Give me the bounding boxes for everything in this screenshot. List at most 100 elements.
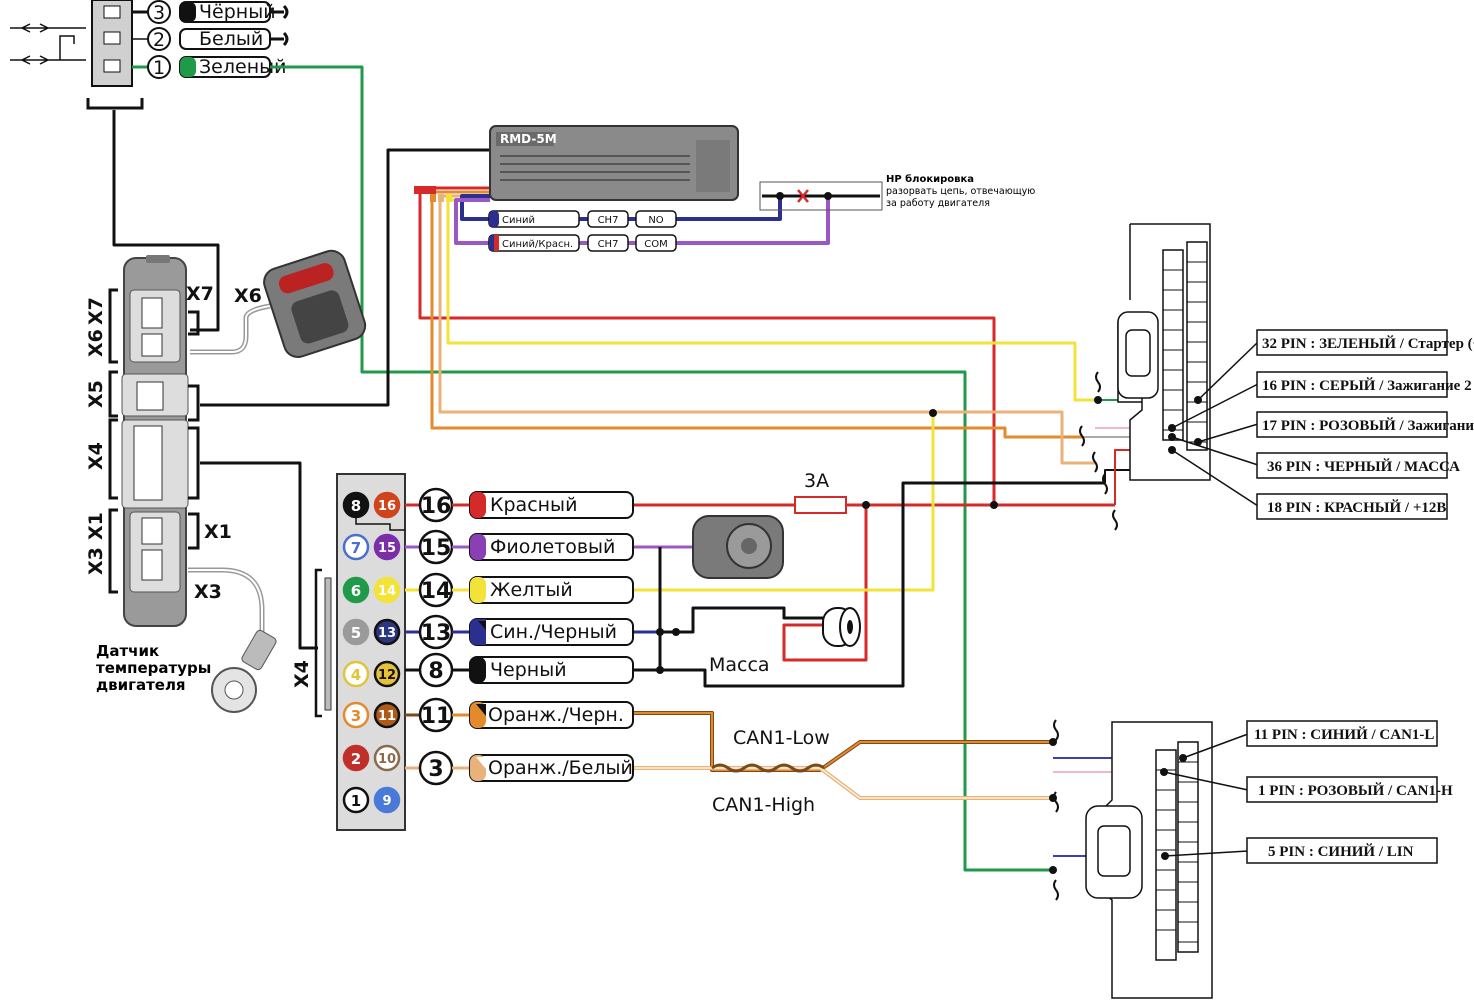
x4-pin-7-label: 7 — [351, 539, 361, 557]
top-wire-2-label: Белый — [199, 28, 263, 50]
wire-black-x7 — [112, 110, 220, 332]
x4-pin-4 — [342, 660, 370, 688]
buzzer — [822, 607, 861, 647]
x4-wire-14-num: 14 — [421, 579, 452, 604]
x4-pin-10-label: 10 — [378, 752, 396, 767]
x4-wire-15-num: 15 — [421, 536, 452, 561]
label-x3-side: X3 — [85, 547, 107, 575]
label-x1-side: X1 — [85, 512, 107, 540]
main-unit — [121, 255, 189, 627]
x4-pin-8-route — [355, 518, 405, 531]
x4-pin-13-label: 13 — [378, 626, 396, 641]
relay-wire-com-ch: CH7 — [598, 239, 619, 250]
label-x5-side: X5 — [85, 380, 107, 408]
x4-pin-9 — [373, 786, 401, 814]
x4-pin-8 — [342, 491, 370, 519]
top-wire-1: 1 Зеленый — [132, 55, 286, 79]
hp-title: НР блокировка — [886, 173, 974, 185]
wire-black-relay — [200, 148, 490, 407]
x4-pin-16 — [373, 491, 401, 519]
hp-line-2: за работу двигателя — [886, 198, 990, 209]
x4-wire-16-num: 16 — [421, 494, 452, 519]
x4-pin-13 — [373, 618, 401, 646]
x4-wire-16: 16 Красный — [405, 487, 634, 523]
hp-block — [759, 181, 883, 211]
x4-wire-15: 15 Фиолетовый — [405, 529, 634, 565]
fuse-label: 3А — [804, 470, 829, 492]
x4-pin-3 — [342, 701, 370, 729]
x4-wire-11-label: Оранж./Черн. — [488, 704, 624, 726]
x4-wire-3-label: Оранж./Белый — [488, 757, 633, 779]
relay-module — [414, 125, 739, 202]
x4-wire-3: 3 Оранж./Белый — [405, 750, 634, 786]
vc2-cut-marks — [1053, 719, 1059, 901]
x4-pin-1 — [342, 786, 370, 814]
relay-wire-no-contact: NO — [648, 215, 663, 226]
x4-wire-3-num: 3 — [428, 757, 443, 782]
sensor-label-3: двигателя — [96, 676, 186, 694]
sensor-label-2: температуры — [96, 659, 211, 677]
wire-black-x4 — [200, 461, 318, 650]
vc1-pin-16: 16 PIN : СЕРЫЙ / Зажигание 2 (+) — [1262, 377, 1474, 394]
relay-wire-com-contact: COM — [644, 239, 667, 250]
wire-yellow-14 — [632, 413, 935, 592]
top-wire-1-label: Зеленый — [199, 56, 286, 78]
wire-twist — [711, 763, 825, 773]
x4-pin-6 — [342, 576, 370, 604]
x4-wire-11: 11 Оранж./Черн. — [405, 697, 634, 733]
x4-harness — [314, 473, 406, 831]
top-wire-2-num: 2 — [153, 29, 165, 51]
wire-green-lin — [285, 65, 1053, 872]
x4-pin-6-label: 6 — [351, 582, 361, 600]
top-wire-2: 2 Белый — [132, 27, 289, 51]
vc1-pin-36: 36 PIN : ЧЕРНЫЙ / МАССА — [1267, 458, 1460, 475]
vc1-pin-18: 18 PIN : КРАСНЫЙ / +12В — [1267, 499, 1446, 516]
top-wire-3-num: 3 — [153, 2, 165, 24]
vc1-leaders — [1171, 341, 1259, 507]
label-x1: X1 — [204, 521, 232, 543]
vc2-leaders — [1163, 733, 1249, 857]
hp-line-1: разорвать цепь, отвечающую — [886, 186, 1035, 197]
relay-wire-no-label: Синий — [502, 215, 535, 226]
x4-pin-7 — [342, 533, 370, 561]
x4-pin-2-label: 2 — [351, 750, 361, 768]
x4-wire-8-label: Черный — [490, 659, 567, 681]
x4-pin-1-label: 1 — [351, 792, 361, 810]
wire-relay-violet — [454, 196, 830, 245]
x4-pin-15-label: 15 — [378, 541, 396, 556]
x4-pin-14 — [373, 576, 401, 604]
vc1-cut-marks — [1079, 371, 1118, 531]
antenna-module — [190, 249, 367, 358]
x4-wire-14: 14 Желтый — [405, 572, 634, 608]
top-wire-3-label: Чёрный — [199, 1, 276, 23]
vehicle-connector-2 — [1085, 721, 1213, 999]
x4-pin-8-label: 8 — [351, 497, 361, 515]
ground-label: Масса — [709, 654, 770, 676]
vc2-pin-labels: 11 PIN : СИНИЙ / CAN1-L 1 PIN : РОЗОВЫЙ … — [1246, 720, 1453, 864]
vc2-pin-1: 1 PIN : РОЗОВЫЙ / CAN1-H — [1258, 782, 1453, 799]
siren — [692, 515, 784, 579]
label-x7-side: X7 — [85, 297, 107, 325]
x4-wire-11-num: 11 — [421, 704, 452, 729]
x4-label: X4 — [291, 660, 313, 688]
x4-pin-11-label: 11 — [378, 709, 396, 724]
x4-wire-8-num: 8 — [428, 659, 443, 684]
wire-relay-red — [418, 186, 996, 505]
wire-relay-orange — [430, 190, 1082, 439]
label-x6-side: X6 — [85, 329, 107, 357]
x4-pin-10 — [373, 744, 401, 772]
x4-pin-9-label: 9 — [382, 794, 391, 809]
label-x7: X7 — [186, 283, 214, 305]
x4-pin-12 — [373, 660, 401, 688]
vc1-pin-labels: 32 PIN : ЗЕЛЕНЫЙ / Стартер (+) 16 PIN : … — [1256, 329, 1474, 520]
x4-wire-15-label: Фиолетовый — [490, 536, 615, 558]
x4-pin-11 — [373, 701, 401, 729]
relay-wire-com-label: Синий/Красн. — [502, 239, 573, 250]
vehicle-connector-1 — [1117, 223, 1211, 481]
top-wire-3: 3 Чёрный — [132, 0, 289, 24]
relay-wire-com: Синий/Красн. CH7 COM — [488, 234, 677, 252]
x4-wire-13: 13 Син./Черный — [405, 614, 634, 650]
x4-wire-13-num: 13 — [421, 621, 452, 646]
